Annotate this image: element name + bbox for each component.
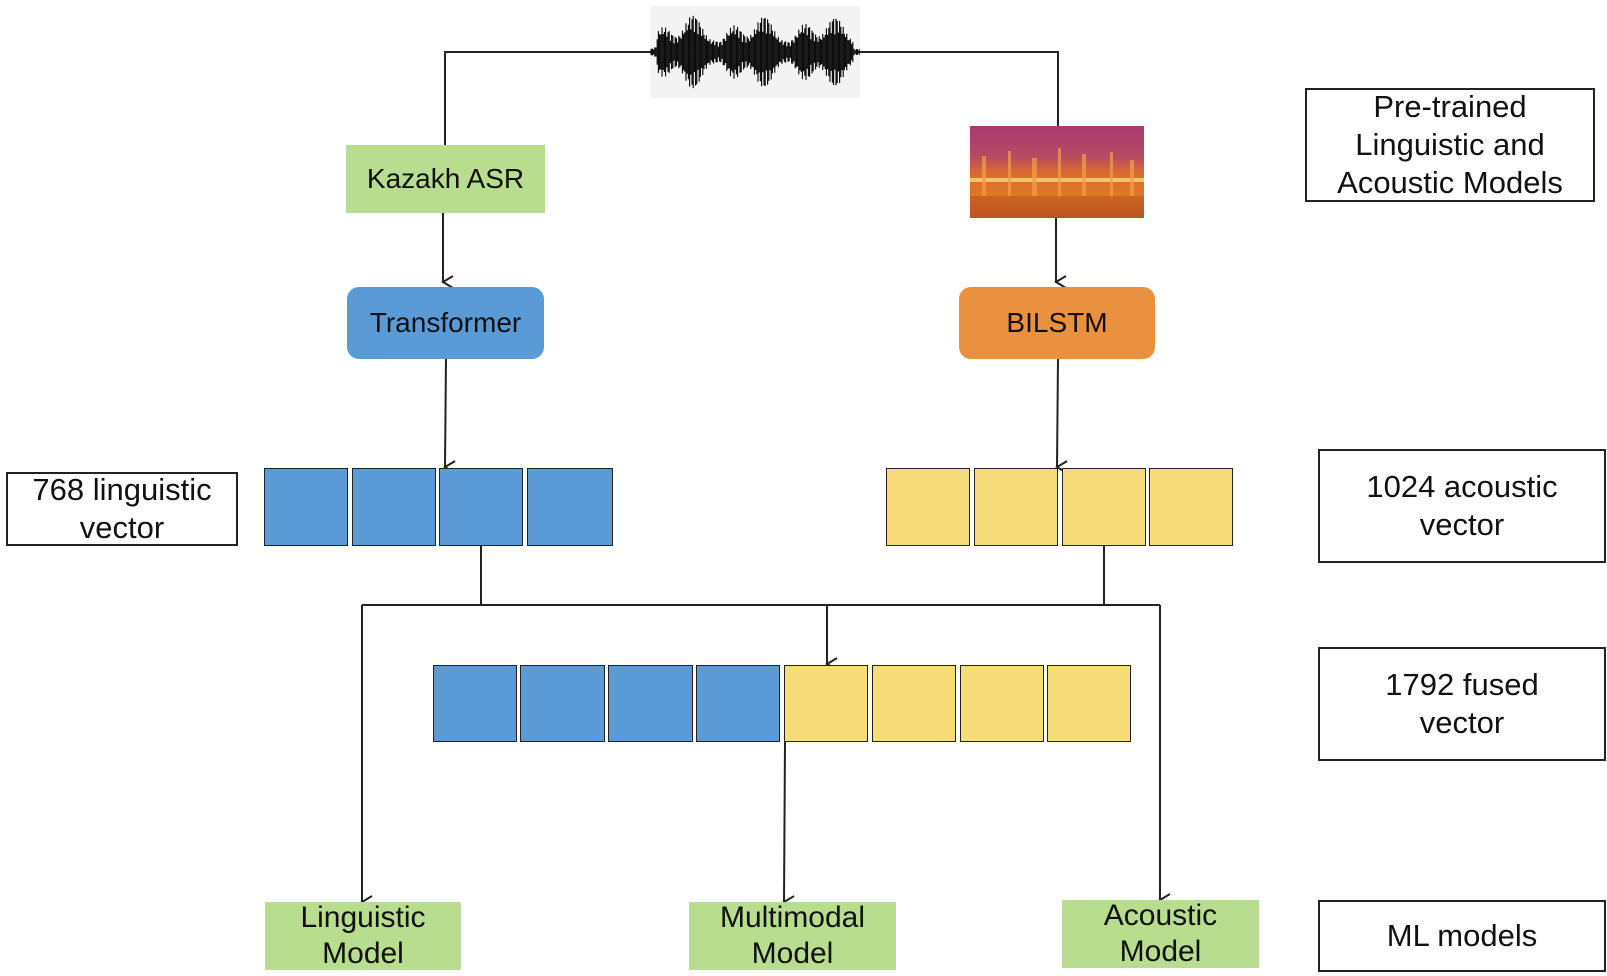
acoustic-vector-cell bbox=[1149, 468, 1233, 546]
multimodal-model-box: Multimodal Model bbox=[689, 901, 896, 970]
fused-vector-cell-acoustic bbox=[960, 665, 1044, 742]
fused-vector-label: 1792 fused vector bbox=[1385, 667, 1539, 740]
fused-vector-cell-linguistic bbox=[520, 665, 605, 742]
linguistic-vector-cell bbox=[352, 468, 436, 546]
transformer-label: Transformer bbox=[369, 307, 522, 338]
linguistic-vector-cell bbox=[527, 468, 613, 546]
fused-vector-cell-acoustic bbox=[784, 665, 868, 742]
linguistic-model-box: Linguistic Model bbox=[265, 901, 461, 970]
linguistic-vector-label: 768 linguistic vector bbox=[32, 472, 212, 545]
transformer-box: Transformer bbox=[347, 287, 544, 359]
bilstm-to-vector-arrow bbox=[1055, 358, 1068, 474]
acoustic-vector-label: 1024 acoustic vector bbox=[1366, 469, 1558, 542]
spectrogram-icon bbox=[970, 126, 1144, 218]
acoustic-model-label: Acoustic Model bbox=[1103, 899, 1218, 968]
fused-vector-cell-acoustic bbox=[1047, 665, 1131, 742]
fused-vector-cell-linguistic bbox=[608, 665, 693, 742]
ml-models-label: ML models bbox=[1386, 918, 1538, 953]
bilstm-box: BILSTM bbox=[959, 287, 1155, 359]
kazakh-asr-box: Kazakh ASR bbox=[346, 145, 545, 213]
fused-vector-cell-linguistic bbox=[433, 665, 517, 742]
fused-vector-cell-linguistic bbox=[696, 665, 780, 742]
waveform-to-asr-line bbox=[444, 51, 655, 145]
bilstm-label: BILSTM bbox=[1006, 307, 1108, 338]
acoustic-vector-cell bbox=[1062, 468, 1146, 546]
fused-vector-label-box: 1792 fused vector bbox=[1318, 647, 1606, 761]
ml-models-label-box: ML models bbox=[1318, 900, 1606, 972]
pretrained-models-label-box: Pre-trained Linguistic and Acoustic Mode… bbox=[1305, 88, 1595, 202]
fused-vector-cell-acoustic bbox=[872, 665, 956, 742]
kazakh-asr-label: Kazakh ASR bbox=[366, 163, 525, 194]
linguistic-model-label: Linguistic Model bbox=[300, 901, 426, 970]
linguistic-vector-cell bbox=[264, 468, 348, 546]
pretrained-models-label: Pre-trained Linguistic and Acoustic Mode… bbox=[1337, 89, 1563, 200]
linguistic-vector-cell bbox=[439, 468, 523, 546]
acoustic-model-box: Acoustic Model bbox=[1062, 899, 1259, 968]
acoustic-vector-cell bbox=[886, 468, 970, 546]
multimodal-model-label: Multimodal Model bbox=[719, 901, 866, 970]
waveform-to-spectrogram-line bbox=[860, 51, 1059, 127]
acoustic-vector-label-box: 1024 acoustic vector bbox=[1318, 449, 1606, 563]
fused-to-multimodal-model-arrow bbox=[782, 741, 795, 909]
waveform-trace bbox=[650, 15, 860, 89]
transformer-to-vector-arrow bbox=[443, 358, 456, 474]
audio-waveform-icon bbox=[650, 6, 860, 98]
linguistic-vector-label-box: 768 linguistic vector bbox=[6, 472, 238, 546]
acoustic-vector-cell bbox=[974, 468, 1058, 546]
